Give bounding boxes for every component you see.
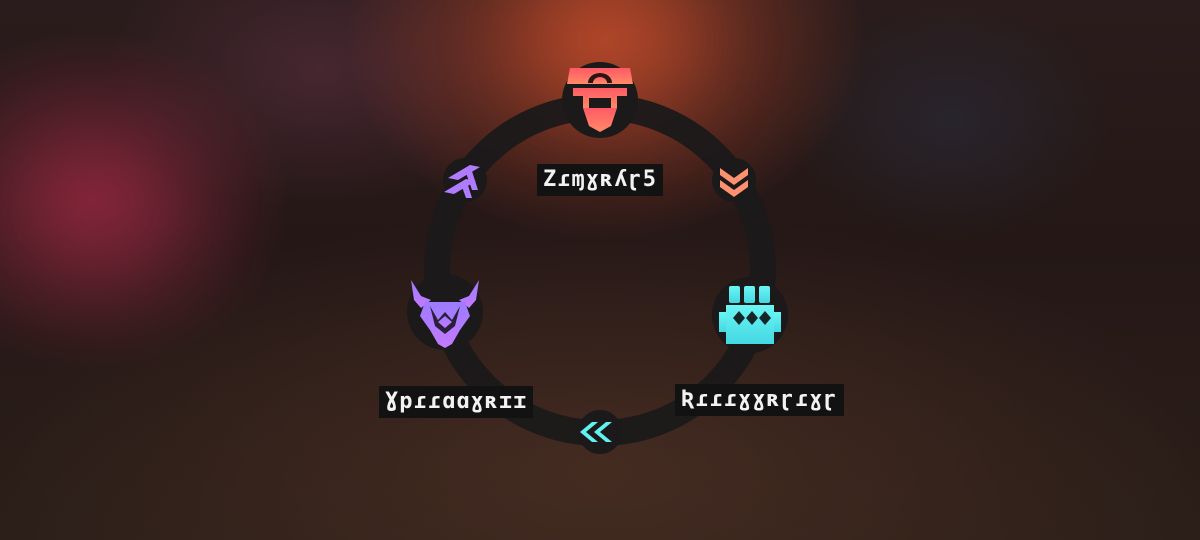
- node-label-left: Ɣpɾɾɑɑɣʀɪɪ: [379, 386, 534, 418]
- cyan-chevron-icon: [580, 422, 612, 442]
- glow-left: [20, 140, 180, 270]
- red-helmet-icon[interactable]: [567, 68, 633, 132]
- node-label-right: Ʀɾɾɾɣɣʀɽɾɣɽ: [675, 384, 844, 416]
- orange-chevron-icon: [720, 168, 748, 197]
- purple-chevron-icon: [444, 165, 480, 198]
- node-label-top: Zɾɱɣʀʎɽ5: [537, 164, 663, 196]
- cyan-fist-icon[interactable]: [719, 286, 781, 344]
- purple-horned-mask-icon[interactable]: [411, 280, 479, 348]
